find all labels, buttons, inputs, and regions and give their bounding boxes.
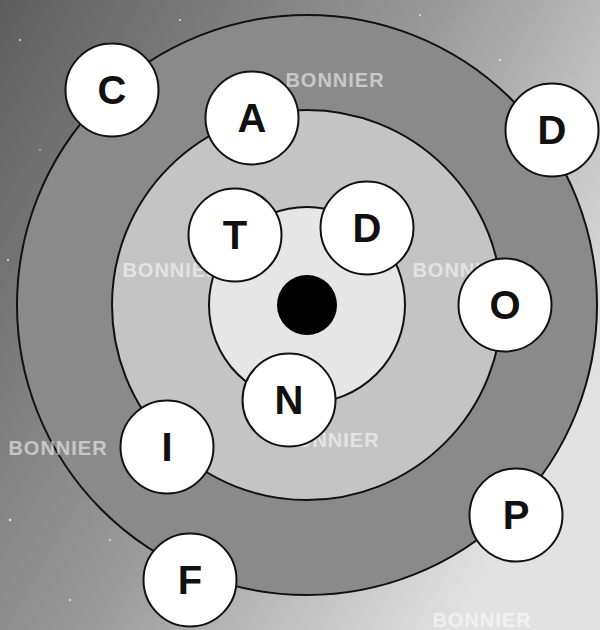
letter-circle: C: [64, 42, 160, 138]
watermark: BONNIER: [8, 437, 107, 460]
letter-circle: D: [319, 180, 415, 276]
letter-circle: T: [187, 187, 283, 283]
letter-circle: N: [241, 352, 337, 448]
letter-circle: O: [457, 257, 553, 353]
letter: C: [98, 70, 127, 110]
letter: N: [275, 380, 304, 420]
watermark: BONNIER: [432, 609, 531, 630]
letter-circle: P: [468, 467, 564, 563]
letter: O: [489, 285, 520, 325]
letter: D: [538, 110, 567, 150]
watermark: BONNIER: [285, 69, 384, 92]
letter: F: [178, 560, 202, 600]
letter: T: [223, 215, 247, 255]
letter-circle: I: [119, 399, 215, 495]
letter-circle: F: [142, 532, 238, 628]
letter: A: [238, 98, 267, 138]
letter-circle: A: [204, 70, 300, 166]
letter: P: [503, 495, 530, 535]
letter: D: [353, 208, 382, 248]
letter-circle: D: [504, 82, 600, 178]
letter: I: [161, 427, 172, 467]
